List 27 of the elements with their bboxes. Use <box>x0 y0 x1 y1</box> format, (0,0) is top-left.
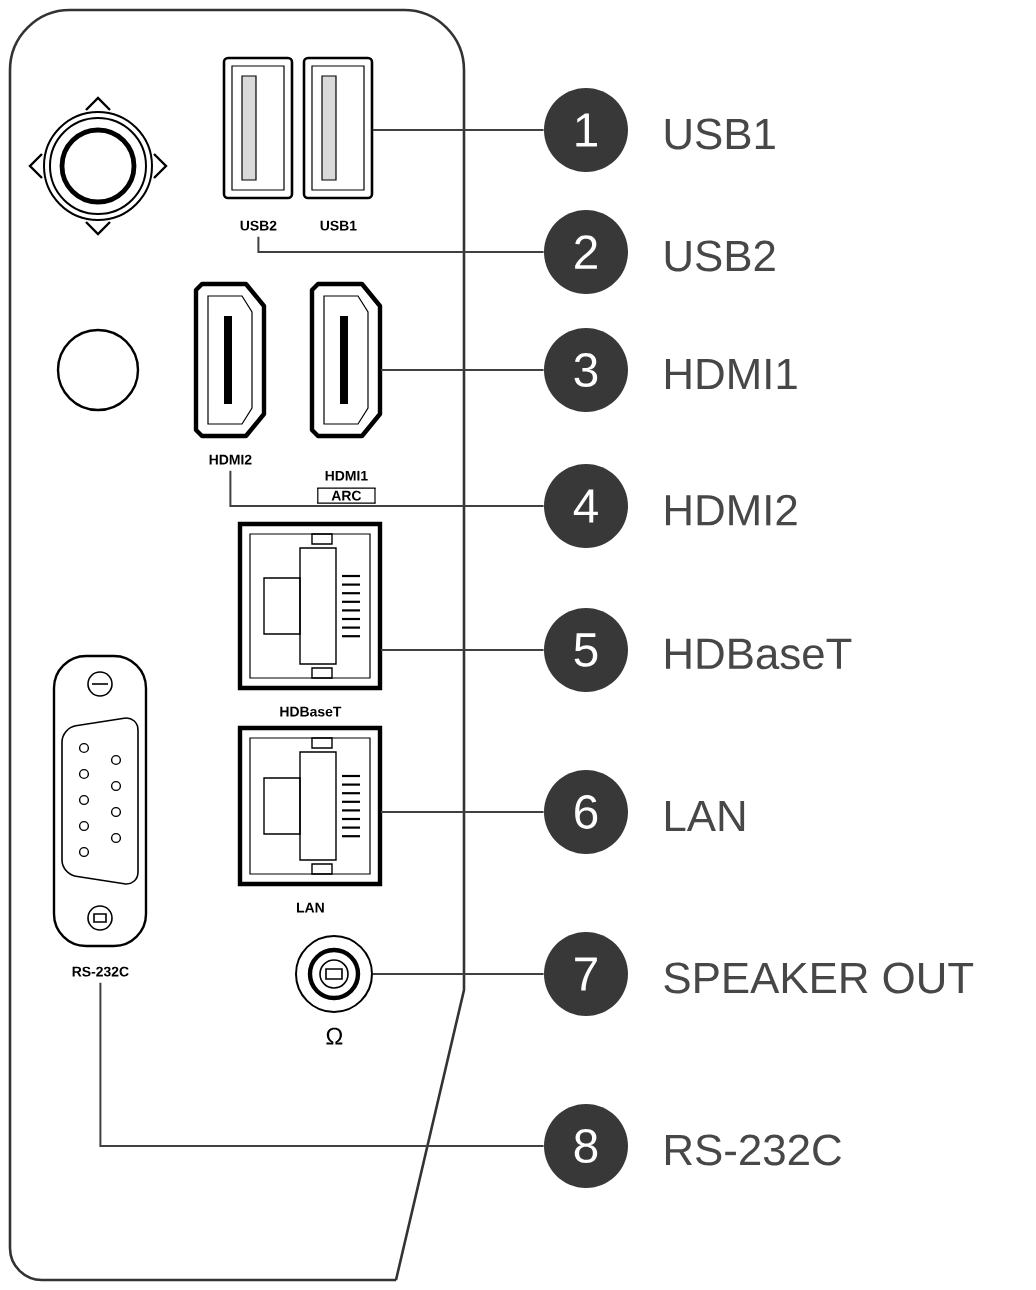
callout-number: 4 <box>544 464 628 548</box>
round-button <box>56 328 140 412</box>
leader-line <box>379 649 545 651</box>
callout-label: USB1 <box>665 118 775 150</box>
callout-label: HDMI1 <box>666 358 797 390</box>
audio-jack: Ω <box>295 935 373 1045</box>
leader-line <box>371 129 545 131</box>
callout-number: 5 <box>544 608 628 692</box>
node-label: Ω <box>326 1027 343 1045</box>
callout-number: 3 <box>544 328 628 412</box>
leader-line <box>379 369 545 371</box>
callout-number: 6 <box>544 770 628 854</box>
leader-line <box>99 981 545 1147</box>
leader-line <box>379 811 545 813</box>
leader-line <box>229 469 545 507</box>
callout-label: USB2 <box>665 240 775 272</box>
callout-label: SPEAKER OUT <box>664 962 974 994</box>
callout-label: HDMI2 <box>666 494 797 526</box>
callout-label: HDBaseT <box>666 638 852 670</box>
callout-number: 8 <box>544 1104 628 1188</box>
callout-label: LAN <box>666 800 745 832</box>
callout-label: RS-232C <box>666 1134 841 1166</box>
callout-number: 2 <box>544 210 628 294</box>
callout-number: 7 <box>544 932 628 1016</box>
leader-line <box>257 235 545 253</box>
leader-line <box>371 973 545 975</box>
callout-number: 1 <box>544 88 628 172</box>
